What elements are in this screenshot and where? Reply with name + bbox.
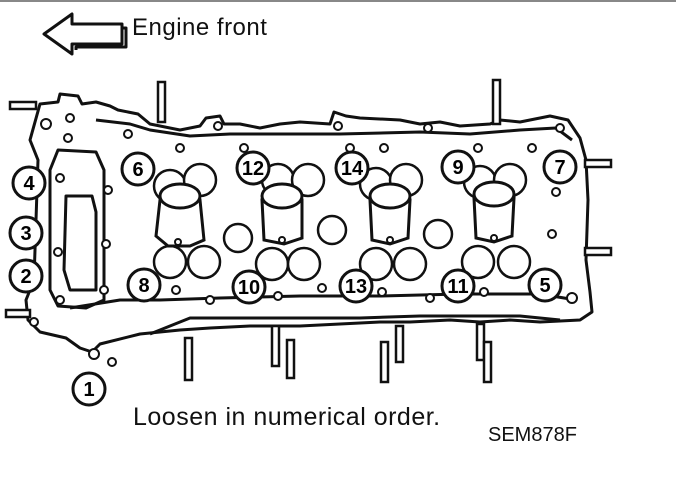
studs: [4, 78, 613, 384]
bolt-holes: [29, 113, 578, 367]
bolt-badge-13: 13: [338, 268, 374, 304]
bolt-label-4: 4: [23, 173, 35, 195]
bolt-label-10: 10: [238, 277, 260, 299]
direction-label: Engine front: [132, 14, 268, 41]
bolt-badge-9: 9: [440, 149, 476, 185]
bolt-label-9: 9: [452, 157, 463, 179]
bolt-badge-5: 5: [527, 267, 563, 303]
bolt-label-3: 3: [20, 223, 31, 245]
bolt-label-12: 12: [242, 158, 264, 180]
camshaft-caps: [154, 180, 516, 248]
bolt-badge-3: 3: [8, 215, 44, 251]
bolt-label-11: 11: [447, 276, 468, 298]
bolt-badge-7: 7: [542, 149, 578, 185]
arrow-left-icon: [42, 12, 128, 56]
bolt-label-1: 1: [83, 379, 94, 401]
bolt-badge-10: 10: [231, 269, 267, 305]
bolt-badge-6: 6: [120, 151, 156, 187]
figure-code: SEM878F: [488, 424, 577, 446]
bolt-label-2: 2: [20, 266, 31, 288]
instruction-caption: Loosen in numerical order.: [133, 403, 441, 431]
bolt-badge-8: 8: [126, 267, 162, 303]
valve-seats: [152, 162, 532, 282]
bolt-label-5: 5: [539, 275, 550, 297]
bolt-label-8: 8: [138, 275, 149, 297]
bolt-badge-2: 2: [8, 258, 44, 294]
bolt-label-6: 6: [132, 159, 143, 181]
bolt-badge-14: 14: [334, 150, 370, 186]
bolt-label-13: 13: [345, 276, 367, 298]
bolt-badge-12: 12: [235, 150, 271, 186]
bolt-badge-11: 11: [440, 268, 476, 304]
bolt-badge-1: 1: [71, 371, 107, 407]
bolt-badge-4: 4: [11, 165, 47, 201]
bolt-label-14: 14: [341, 158, 364, 180]
bolt-label-7: 7: [554, 157, 565, 179]
